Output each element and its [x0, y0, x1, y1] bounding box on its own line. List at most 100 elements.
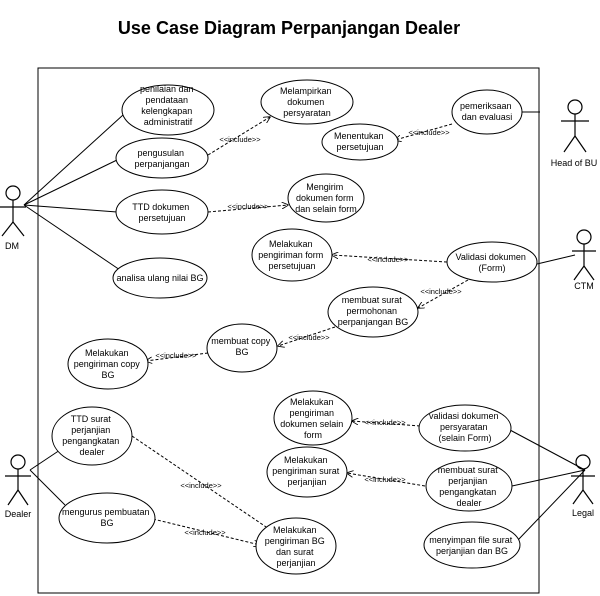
use-case-label: BG	[100, 518, 113, 528]
use-case-label: membuat surat	[342, 295, 403, 305]
use-case-analisa-ulang-nilai-bg: analisa ulang nilai BG	[112, 257, 208, 299]
include-uc9-uc11	[418, 279, 469, 308]
use-case-label: pengiriman BG	[265, 536, 325, 546]
use-case-label: pengusulan	[137, 148, 184, 158]
actor-legal: Legal	[571, 454, 595, 518]
use-case-label: pengiriman form	[258, 250, 323, 260]
use-case-pengiriman-dokumen-selain-form: Melakukan pengiriman dokumen selain form	[273, 390, 353, 446]
actor-label: Legal	[572, 508, 594, 518]
svg-text:mengurus pembuatan BG: mengurus pembuatan BG	[62, 507, 152, 528]
include-label: <<include>>	[367, 255, 409, 264]
include-uc18-uc17	[347, 473, 426, 487]
actor-ctm: CTM	[572, 229, 596, 291]
use-case-label: dealer	[79, 447, 104, 457]
use-case-label: Melampirkan	[280, 86, 332, 96]
stick-figure-icon	[5, 454, 31, 506]
use-case-label: permohonan	[346, 306, 397, 316]
use-case-melampirkan-dokumen: Melampirkan dokumen persyaratan	[260, 79, 354, 125]
use-case-label: membuat copy	[211, 336, 271, 346]
use-case-mengirim-dokumen-form: Mengirim dokumen form dan selain form	[287, 173, 365, 223]
use-case-label: Melakukan	[269, 239, 313, 249]
include-label: <<include>>	[408, 128, 450, 137]
include-uc4-uc2	[207, 117, 270, 156]
svg-text:validasi dokumen persy: validasi dokumen persyaratan (selain For…	[429, 411, 501, 443]
assoc-ctm-uc9	[536, 254, 576, 265]
use-case-label: form	[304, 430, 322, 440]
include-uc6-uc7	[207, 205, 288, 213]
use-case-label: pemeriksaan	[460, 101, 512, 111]
svg-text:Melakukan pengiriman B: Melakukan pengiriman BG dan surat perjan…	[265, 525, 328, 568]
svg-text:pemeriksaan dan evalua: pemeriksaan dan evaluasi	[460, 101, 514, 122]
stick-figure-icon	[0, 185, 26, 237]
use-case-ttd-dokumen-persetujuan: TTD dokumen persetujuan	[115, 189, 209, 235]
use-case-label: Melakukan	[290, 397, 334, 407]
svg-text:Melakukan pengiriman s: Melakukan pengiriman surat perjanjian	[272, 455, 342, 487]
actor-label: CTM	[574, 281, 594, 291]
actor-label: Dealer	[5, 509, 32, 519]
use-case-label: pengiriman copy	[74, 359, 141, 369]
svg-text:Melakukan pengiriman c: Melakukan pengiriman copy BG	[74, 348, 143, 380]
include-dependencies: <<include>> <<include>> <<include>> <<in…	[131, 117, 469, 545]
use-case-label: perjanjian	[276, 558, 315, 568]
svg-text:menyimpan file surat p: menyimpan file surat perjanjian dan BG	[429, 535, 515, 556]
use-case-label: dealer	[456, 498, 481, 508]
svg-text:penilaian dan pendataa: penilaian dan pendataan kelengkapan admi…	[140, 84, 196, 127]
svg-text:analisa ulang nilai BG: analisa ulang nilai BG	[116, 273, 203, 283]
use-case-label: perpanjangan BG	[338, 317, 409, 327]
use-case-pemeriksaan-evaluasi: pemeriksaan dan evaluasi	[451, 89, 523, 135]
include-label: <<include>>	[364, 475, 406, 484]
assoc-dealer-uc16	[29, 449, 61, 471]
include-uc12-uc13	[146, 352, 209, 361]
use-case-label: perjanjian	[71, 425, 110, 435]
use-case-label: (selain Form)	[438, 433, 491, 443]
include-uc15-uc14	[352, 421, 421, 427]
use-case-label: Melakukan	[273, 525, 317, 535]
use-case-surat-permohonan-perpanjangan-bg: membuat surat permohonan perpanjangan BG	[327, 286, 419, 338]
svg-text:membuat surat perjanji: membuat surat perjanjian pengangkatan de…	[438, 465, 501, 508]
assoc-dm-uc1	[23, 114, 124, 206]
svg-text:TTD surat perjanjian: TTD surat perjanjian pengangkatan dealer	[62, 414, 122, 457]
use-case-menentukan-persetujuan: Menentukan persetujuan	[321, 123, 399, 161]
system-boundary	[37, 67, 540, 594]
use-case-pengiriman-form-persetujuan: Melakukan pengiriman form persetujuan	[251, 228, 333, 282]
stick-figure-icon	[561, 99, 589, 153]
use-case-label: persetujuan	[138, 213, 185, 223]
use-case-label: persetujuan	[336, 142, 383, 152]
use-case-label: pengiriman surat	[272, 466, 340, 476]
use-case-label: TTD dokumen	[132, 202, 189, 212]
use-case-ttd-surat-perjanjian: TTD surat perjanjian pengangkatan dealer	[51, 406, 133, 466]
assoc-dm-uc10	[23, 204, 121, 271]
use-case-label: Menentukan	[334, 131, 384, 141]
use-case-label: perjanjian	[287, 477, 326, 487]
associations	[23, 111, 586, 541]
use-case-membuat-surat-perjanjian: membuat surat perjanjian pengangkatan de…	[425, 460, 513, 512]
use-case-label: dan surat	[276, 547, 314, 557]
assoc-dealer-uc19	[29, 469, 66, 506]
svg-text:Validasi dokumen (Form: Validasi dokumen (Form)	[456, 252, 529, 273]
actor-dealer: Dealer	[5, 454, 32, 519]
use-case-pengiriman-bg-surat: Melakukan pengiriman BG dan surat perjan…	[255, 517, 337, 575]
use-case-pengiriman-surat-perjanjian: Melakukan pengiriman surat perjanjian	[266, 446, 348, 498]
stick-figure-icon	[572, 229, 596, 281]
include-label: <<include>>	[227, 202, 269, 211]
use-case-penilaian-pendataan: penilaian dan pendataan kelengkapan admi…	[121, 84, 215, 136]
actor-label: DM	[5, 241, 19, 251]
use-case-pengiriman-copy-bg: Melakukan pengiriman copy BG	[67, 338, 149, 390]
use-case-label: persetujuan	[268, 261, 315, 271]
use-case-label: Validasi dokumen	[456, 252, 526, 262]
use-case-label: administratif	[144, 117, 193, 127]
use-case-label: dan evaluasi	[462, 112, 513, 122]
assoc-dm-uc4	[23, 159, 118, 206]
include-uc11-uc12	[278, 326, 336, 346]
include-label: <<include>>	[288, 333, 330, 342]
use-case-label: persyaratan	[440, 422, 488, 432]
use-case-label: (Form)	[479, 263, 506, 273]
svg-text:Menentukan persetujuan: Menentukan persetujuan	[334, 131, 386, 152]
use-case-label: penilaian dan	[140, 84, 194, 94]
svg-text:Melakukan pengiriman f: Melakukan pengiriman form persetujuan	[258, 239, 326, 271]
use-case-label: perjanjian	[448, 476, 487, 486]
svg-text:TTD dokumen persetujua: TTD dokumen persetujuan	[132, 202, 192, 223]
use-case-label: TTD surat	[71, 414, 112, 424]
use-case-label: perpanjangan	[134, 159, 189, 169]
